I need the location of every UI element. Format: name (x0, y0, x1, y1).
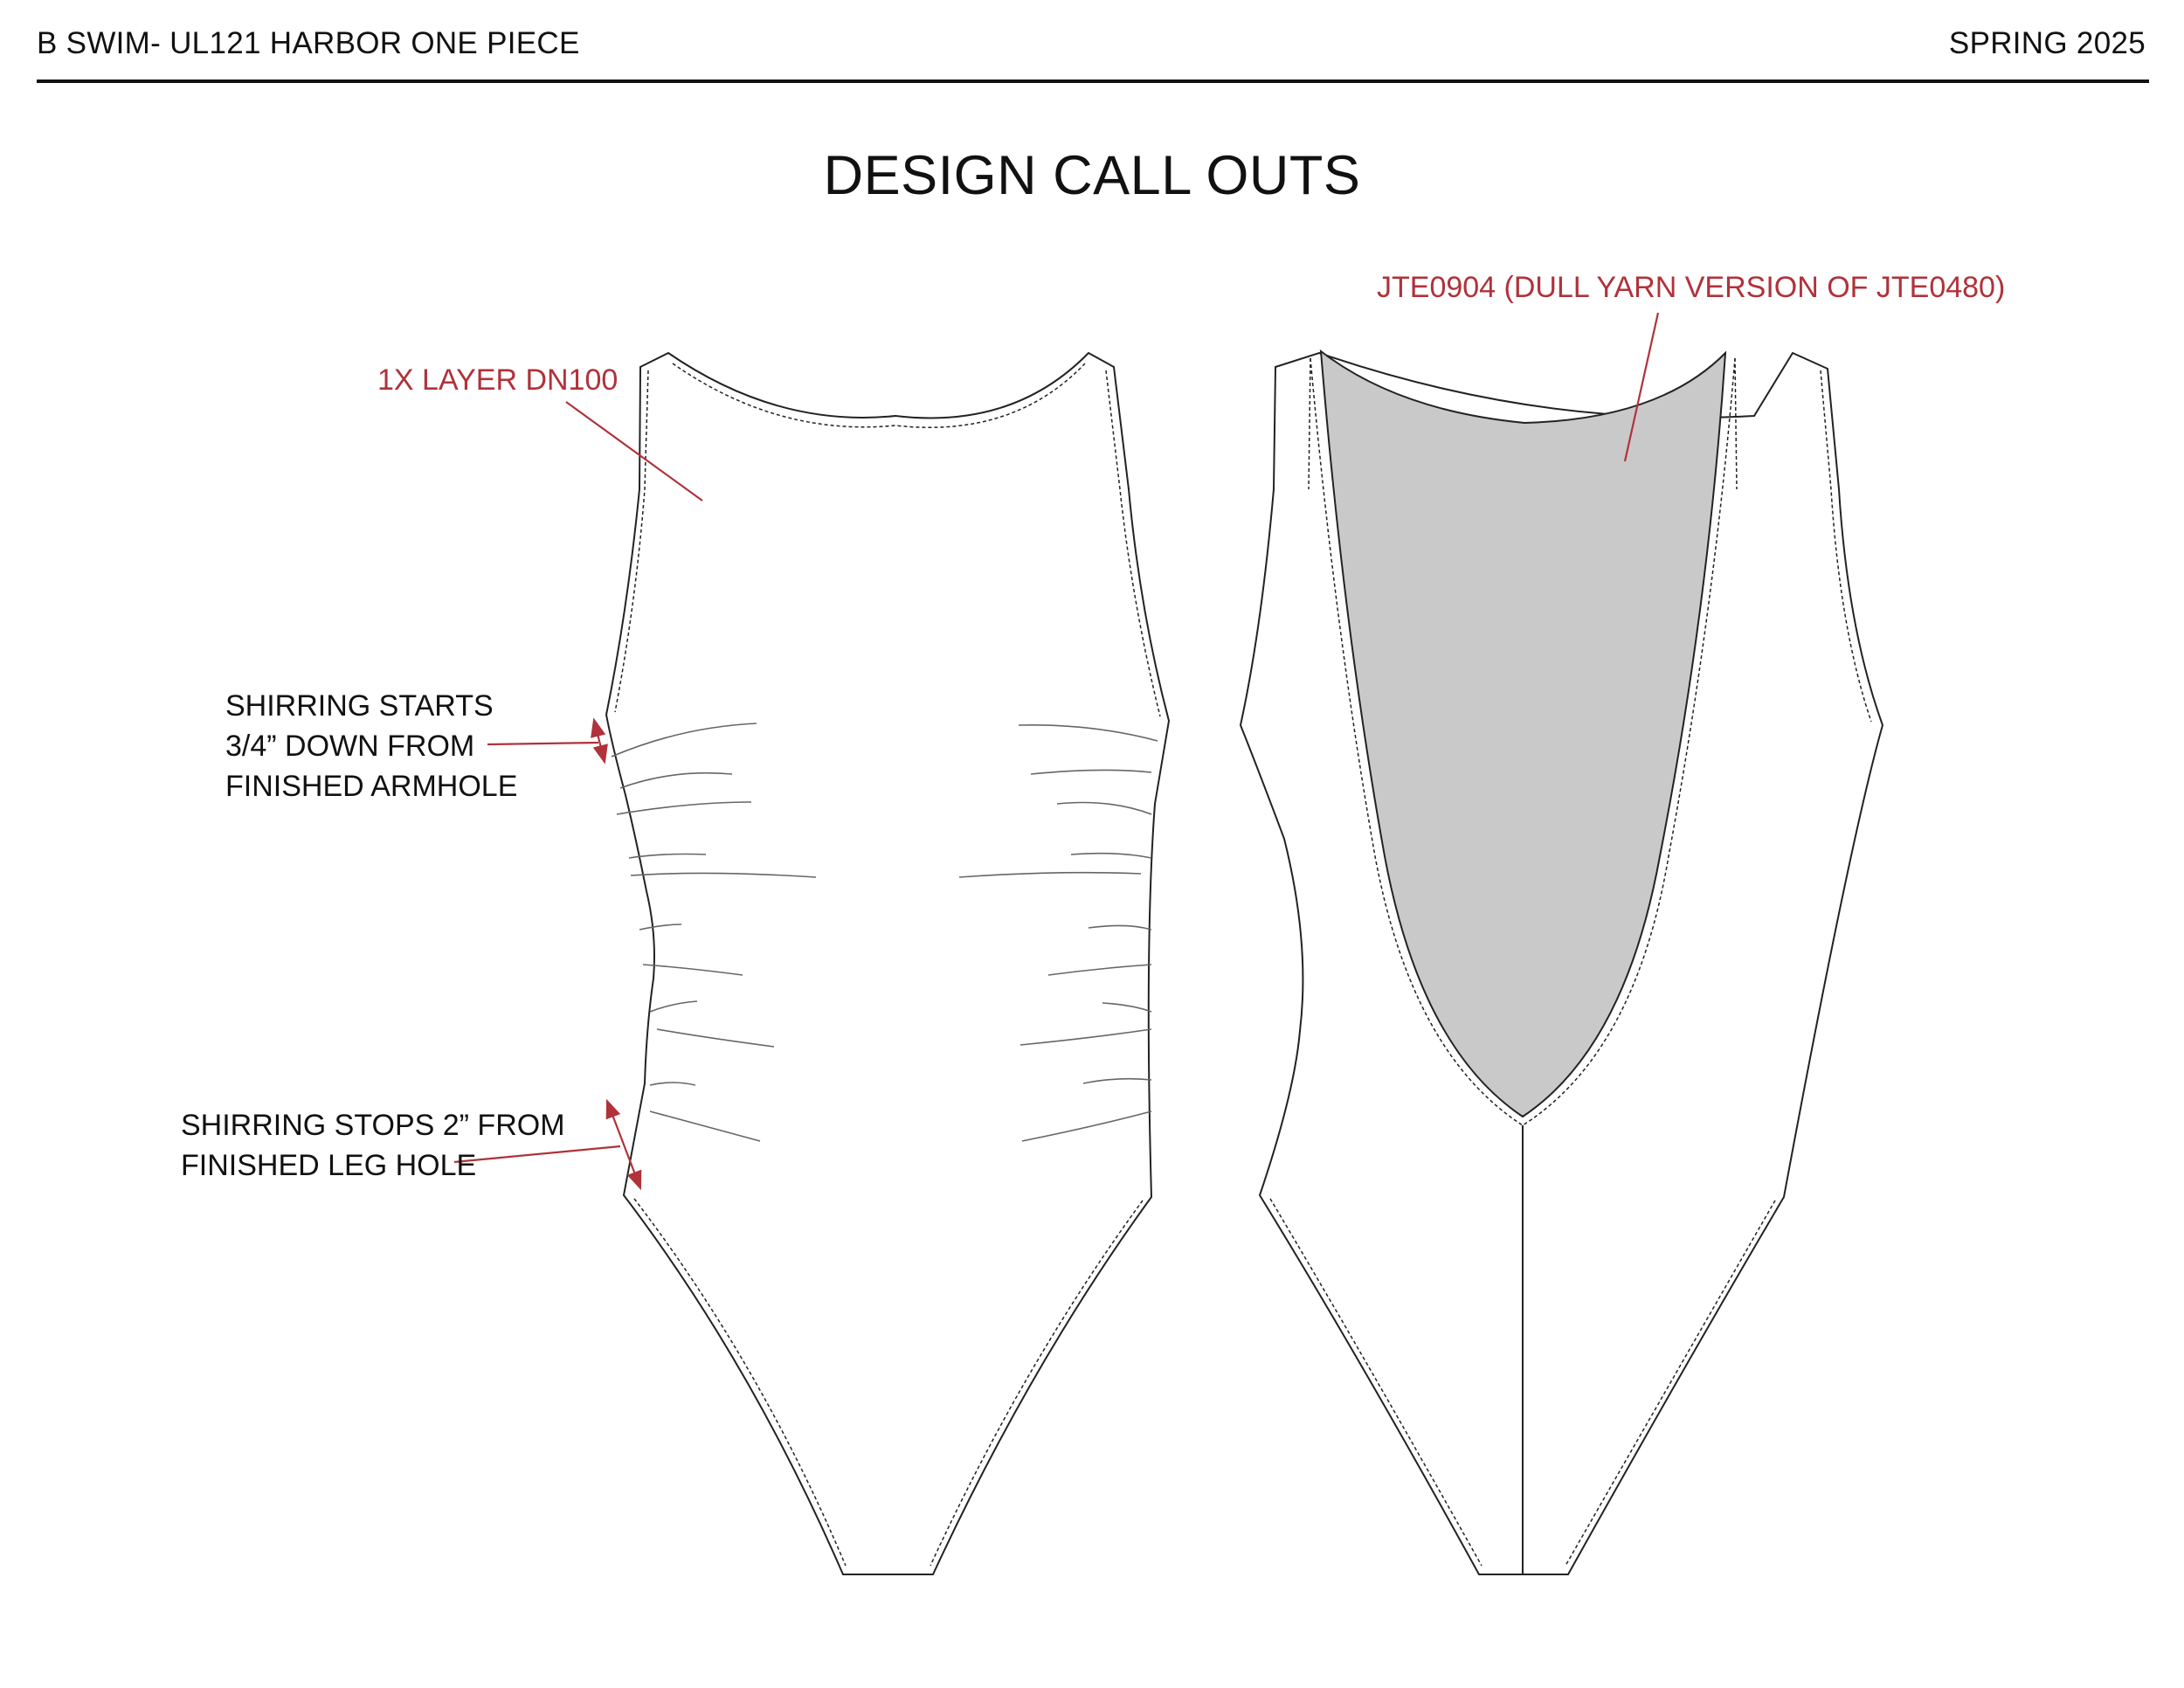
front-leg-stitch-right (930, 1200, 1144, 1567)
leader-shirring-start (487, 741, 599, 746)
callout-shirring-start-line-2: 3/4” DOWN FROM (225, 730, 475, 763)
shirring-lines-right (958, 724, 1158, 1142)
leader-back-panel (1623, 312, 1660, 462)
front-outline (605, 351, 1171, 1575)
leader-shirring-stop (453, 1145, 621, 1164)
back-armhole-stitch-right (1820, 370, 1872, 723)
shirring-stop-dimension (605, 1098, 642, 1191)
back-leg-stitch-right (1565, 1200, 1776, 1567)
page-title: DESIGN CALL OUTS (823, 145, 1361, 206)
callout-back-panel-fabric: JTE0904 (DULL YARN VERSION OF JTE0480) (1377, 271, 2006, 304)
shirring-start-dimension (591, 717, 608, 764)
front-neckline-stitch (672, 363, 1086, 428)
back-panel (1319, 349, 1727, 1118)
front-leg-stitch-left (633, 1198, 847, 1567)
leader-front-layer (565, 401, 703, 502)
callout-shirring-start: SHIRRING STARTS 3/4” DOWN FROM FINISHED … (225, 686, 517, 806)
leader-lines (453, 312, 1660, 1191)
header-divider (37, 80, 2149, 83)
front-armhole-stitch-right (1105, 370, 1161, 717)
callout-shirring-start-line-3: FINISHED ARMHOLE (225, 770, 518, 803)
callout-shirring-stop-line-2: FINISHED LEG HOLE (181, 1149, 477, 1182)
shirring-lines-left (611, 723, 817, 1142)
front-armhole-stitch-left (614, 370, 649, 713)
front-view (605, 351, 1171, 1575)
back-view (1239, 349, 1884, 1575)
callout-shirring-stop: SHIRRING STOPS 2” FROM FINISHED LEG HOLE (181, 1105, 565, 1186)
callout-front-layer: 1X LAYER DN100 (377, 363, 619, 397)
callout-shirring-start-line-1: SHIRRING STARTS (225, 689, 494, 723)
season-label: SPRING 2025 (1948, 26, 2146, 60)
callout-shirring-stop-line-1: SHIRRING STOPS 2” FROM (181, 1109, 565, 1142)
style-title: B SWIM- UL121 HARBOR ONE PIECE (37, 26, 580, 60)
